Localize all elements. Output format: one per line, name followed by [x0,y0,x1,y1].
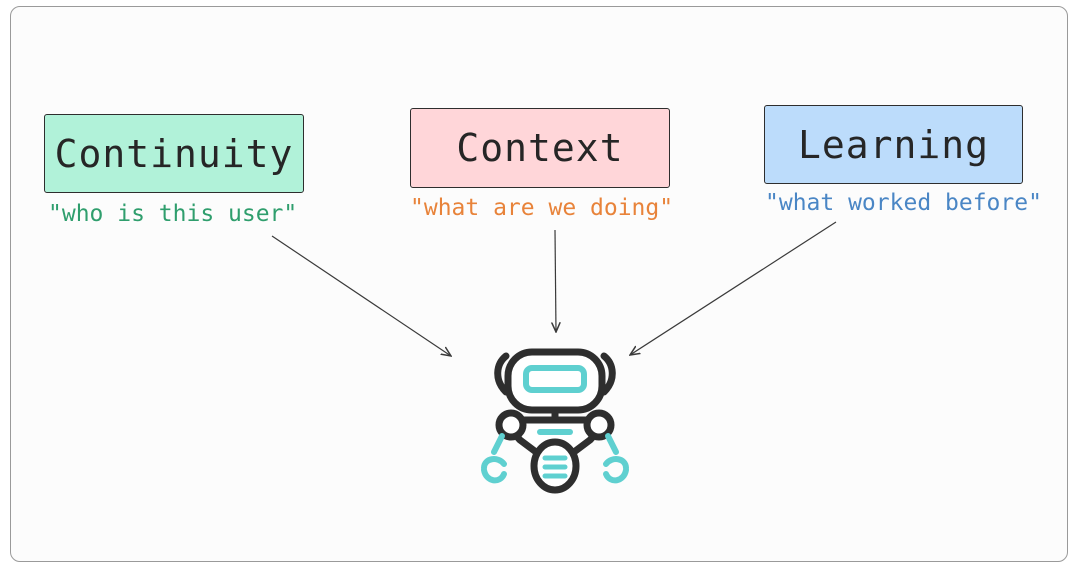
node-context: Context [410,108,670,188]
edge-continuity-to-robot [271,235,451,356]
node-continuity: Continuity [44,114,304,193]
node-continuity-caption: "who is this user" [48,201,298,227]
edge-context-to-robot [555,229,556,332]
node-context-caption: "what are we doing" [410,195,674,221]
node-learning-caption: "what worked before" [765,190,1042,216]
node-continuity-label: Continuity [54,131,294,176]
robot-icon [481,348,629,494]
node-context-label: Context [456,126,624,170]
node-learning-label: Learning [797,122,990,167]
node-learning: Learning [764,105,1023,184]
edge-learning-to-robot [630,221,837,355]
